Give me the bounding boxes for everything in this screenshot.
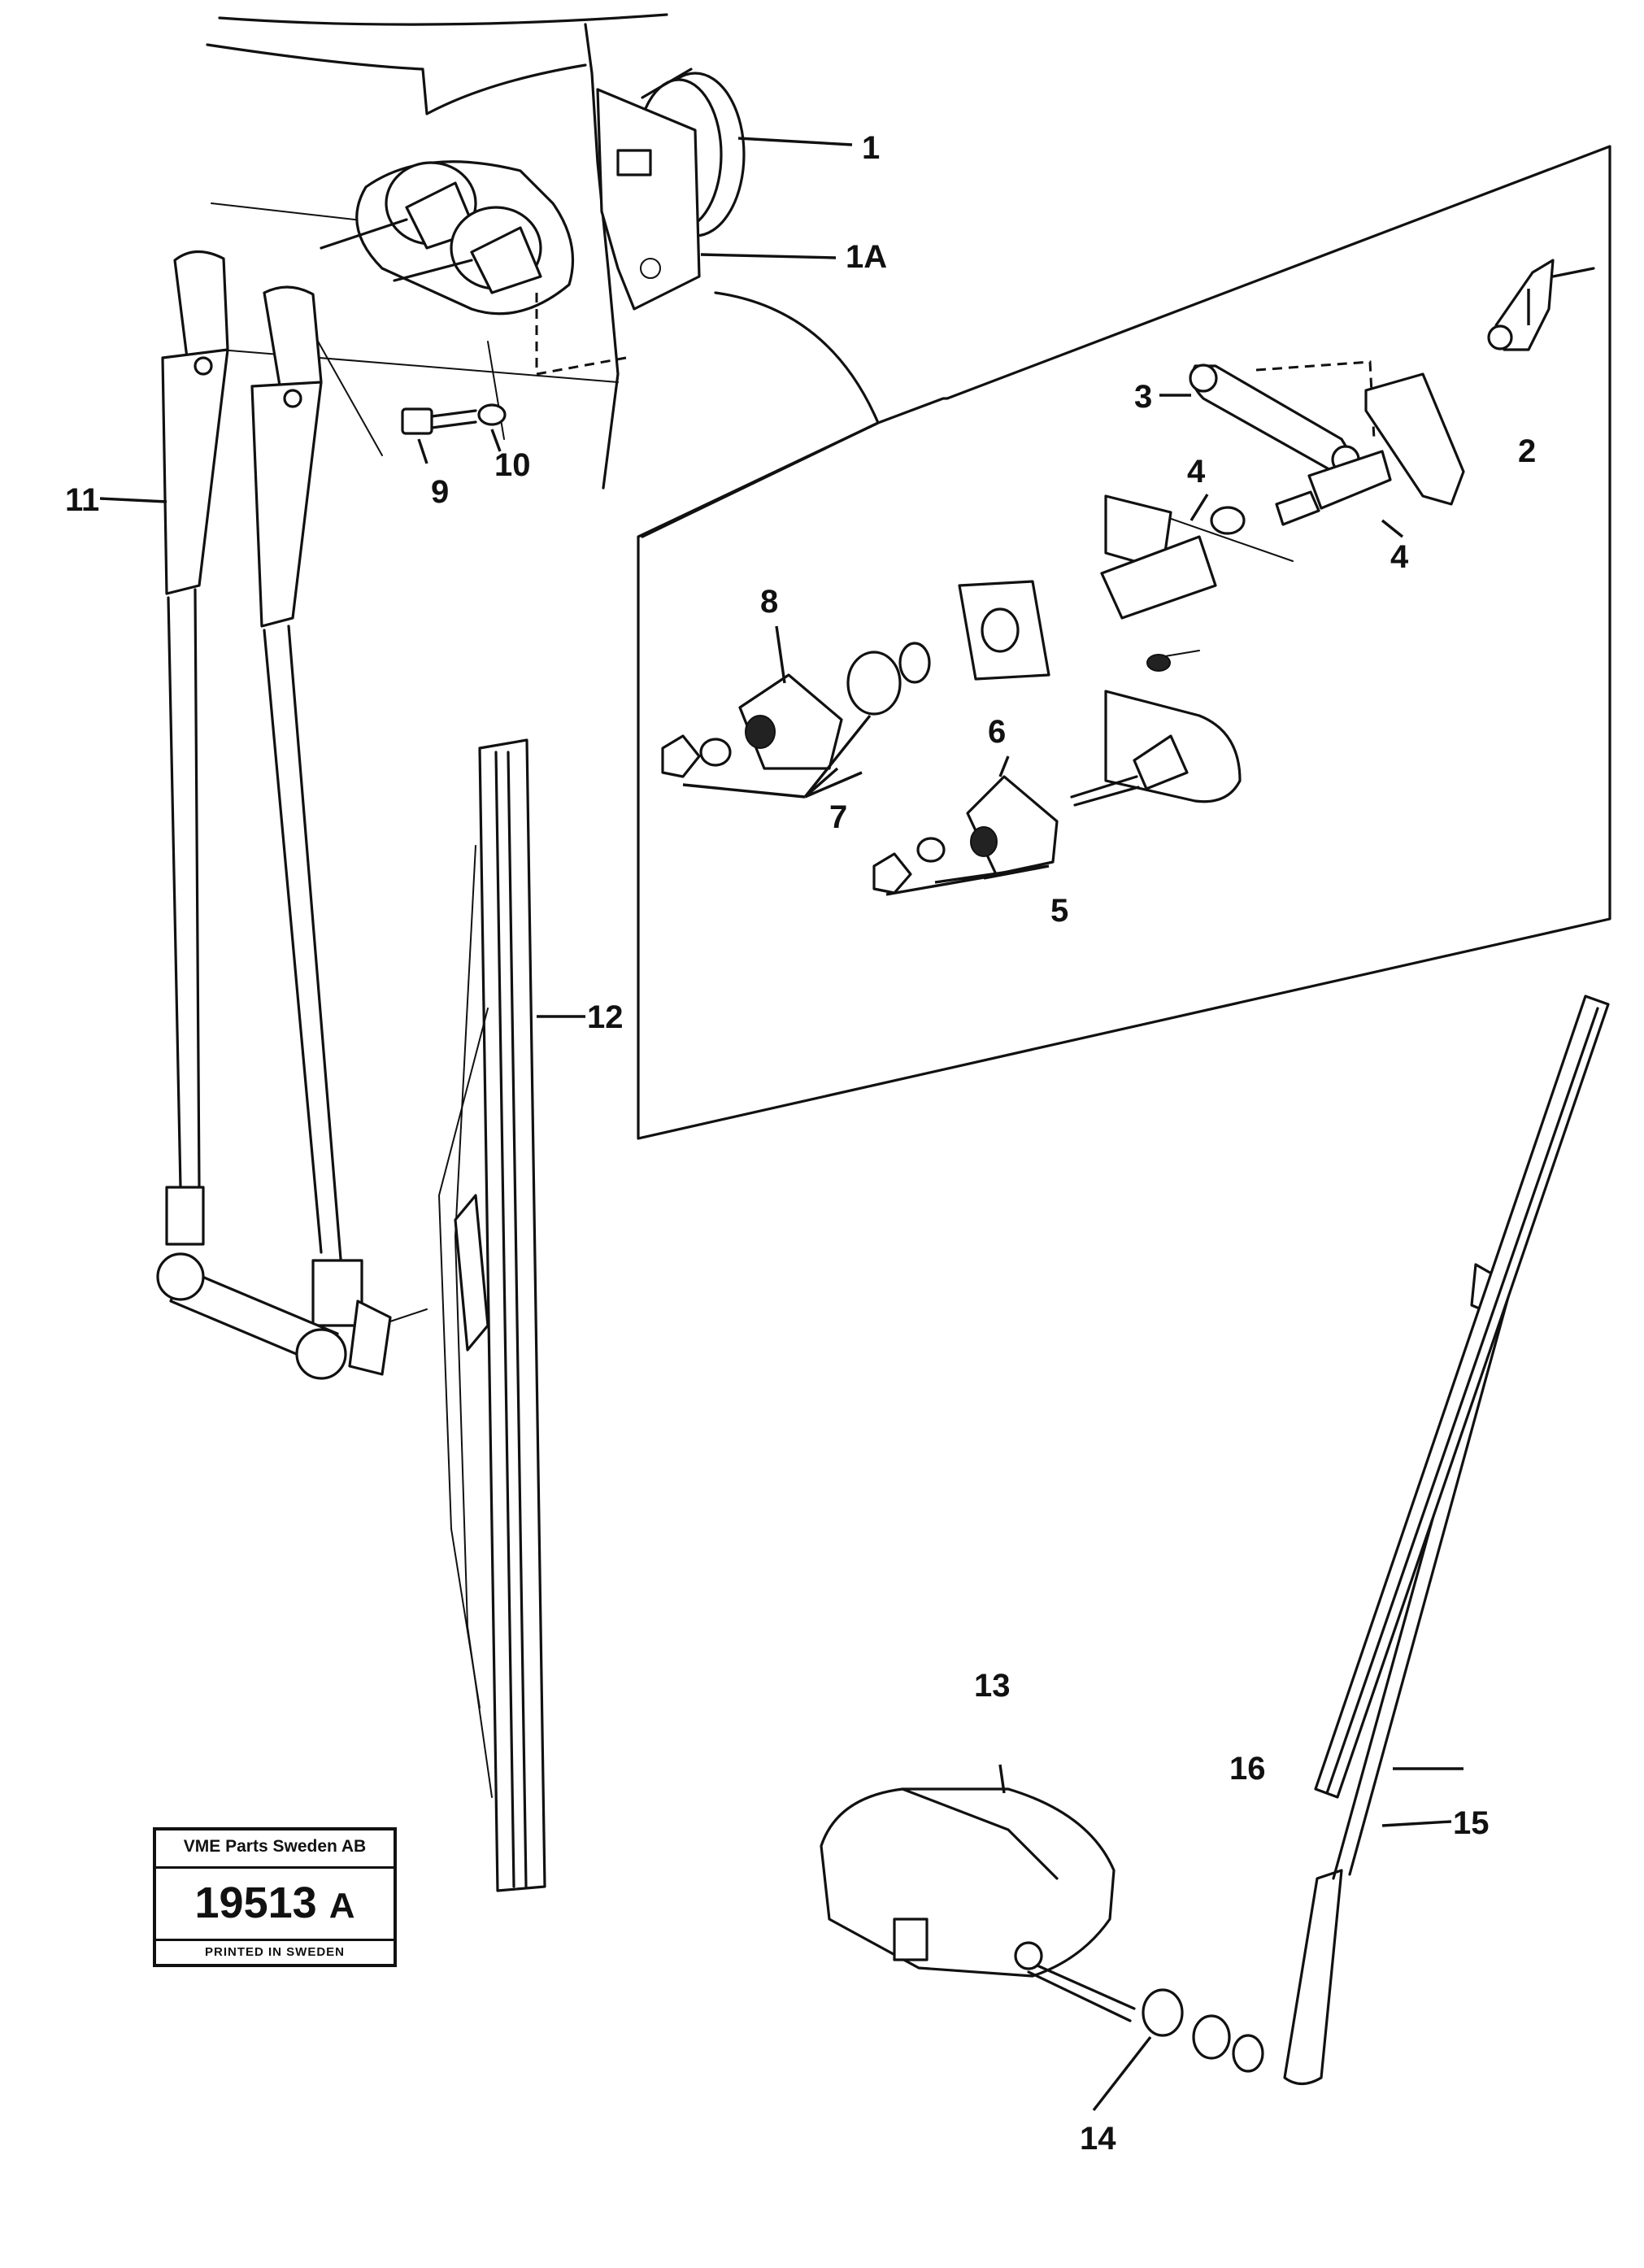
callout-1: 1	[862, 130, 881, 166]
link-part-3	[1189, 360, 1376, 474]
callout-14: 14	[1080, 2121, 1116, 2157]
callout-1a: 1A	[846, 239, 888, 275]
callout-11: 11	[65, 482, 100, 518]
callout-5: 5	[1050, 893, 1069, 929]
washer-part-14	[1142, 1988, 1264, 2073]
wiper-arm-part-11	[156, 250, 392, 1380]
wiper-blade-part-16	[1314, 995, 1610, 1799]
washer-part-10	[477, 403, 507, 426]
screw-part-9	[401, 407, 477, 435]
callout-13: 13	[974, 1668, 1011, 1704]
callout-8: 8	[760, 584, 779, 620]
spindle-bracket-part-5-6	[1070, 690, 1242, 807]
callout-3: 3	[1134, 379, 1153, 415]
company-name: VME Parts Sweden AB	[183, 1837, 367, 1856]
spindle-part-4	[1100, 372, 1465, 672]
callout-7: 7	[829, 799, 848, 835]
printed-in-label: PRINTED IN SWEDEN	[204, 1945, 345, 1959]
stamp-divider-bottom	[156, 1939, 394, 1941]
crank-part-2	[1487, 259, 1595, 351]
callout-2: 2	[1518, 433, 1537, 469]
drawing-number: 19513 A	[156, 1878, 394, 1928]
detail-panel	[637, 145, 1611, 1140]
drawing-stamp: VME Parts Sweden AB 19513 A PRINTED IN S…	[153, 1827, 397, 1967]
wiper-motor-part-13	[820, 1787, 1136, 2022]
callout-16: 16	[1229, 1751, 1266, 1787]
motor-bracket-part-1a	[596, 88, 701, 311]
leader-lines	[99, 137, 1530, 2112]
callout-4-upper: 4	[1187, 454, 1206, 490]
callout-15: 15	[1453, 1805, 1490, 1841]
nut-parts-7	[661, 642, 931, 778]
drawing-number-suffix: A	[328, 1886, 355, 1926]
nut-parts-5	[872, 837, 946, 895]
callout-6: 6	[988, 714, 1007, 750]
stamp-divider-top	[156, 1866, 394, 1869]
spindle-housing	[320, 160, 627, 376]
wiper-blade-part-12	[389, 738, 546, 1892]
plate-part-4-2	[958, 580, 1050, 681]
cap-part-6	[966, 775, 1059, 876]
callout-9: 9	[431, 474, 450, 510]
cap-part-8	[738, 673, 843, 770]
callout-12: 12	[587, 999, 624, 1035]
drawing-number-digits: 19513	[194, 1878, 317, 1927]
callout-10: 10	[494, 447, 531, 483]
callout-4-lower: 4	[1390, 539, 1409, 575]
